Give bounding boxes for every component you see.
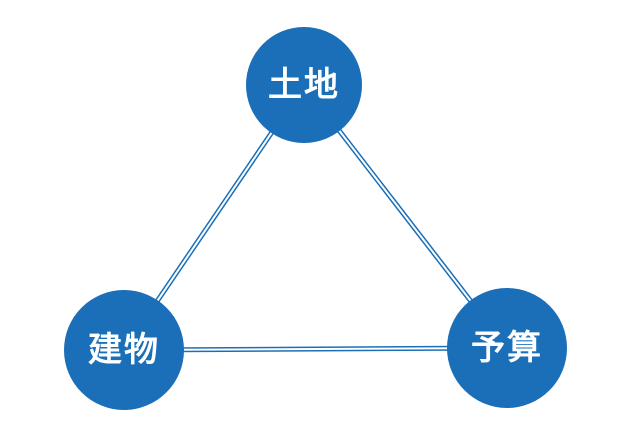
node-left-circle <box>64 290 184 410</box>
edge-left-right <box>123 345 508 353</box>
node-top: 土地 <box>246 27 362 143</box>
node-top-label: 土地 <box>268 65 340 105</box>
node-right-circle <box>447 288 567 408</box>
node-right: 予算 <box>447 288 567 408</box>
node-top-circle <box>246 27 362 143</box>
node-right-label: 予算 <box>471 328 543 368</box>
node-left: 建物 <box>64 290 184 410</box>
node-left-label: 建物 <box>88 330 160 370</box>
